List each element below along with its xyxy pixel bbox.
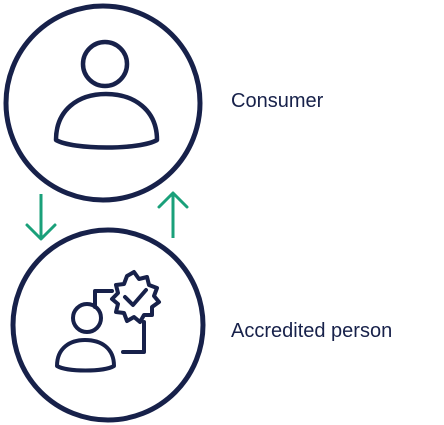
accredited-person-label: Accredited person xyxy=(231,320,393,342)
accredited-circle xyxy=(10,227,206,423)
accredited-person-icon xyxy=(55,270,161,373)
consumer-label: Consumer xyxy=(231,90,324,112)
person-icon xyxy=(53,39,160,150)
consumer-circle xyxy=(3,3,203,203)
accredited-node xyxy=(10,227,206,423)
consumer-node xyxy=(3,3,203,203)
arrow-up-icon xyxy=(157,191,189,238)
arrow-down-icon xyxy=(25,194,57,241)
